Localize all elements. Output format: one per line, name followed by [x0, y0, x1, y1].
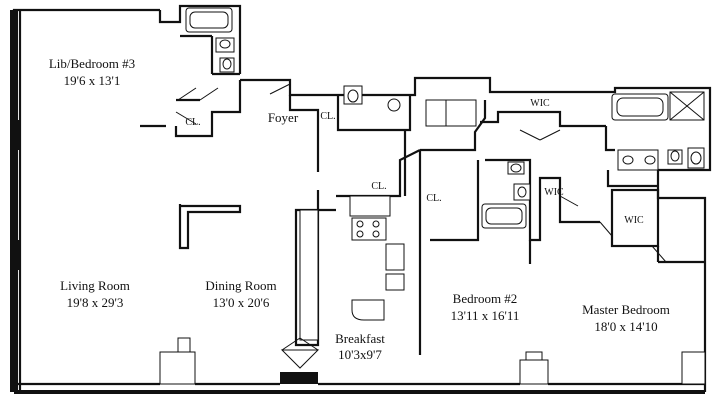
room-name-breakfast: Breakfast: [335, 331, 385, 346]
room-name-bedroom2: Bedroom #2: [452, 291, 518, 306]
dining-partition: [178, 204, 242, 250]
wic-label-master: WIC: [624, 215, 644, 226]
closet-label-foyer: CL.: [320, 111, 336, 122]
columns: [10, 120, 706, 385]
room-dims-dining-room: 13'0 x 20'6: [212, 295, 270, 310]
master-bath: [599, 91, 705, 264]
powder-room: [269, 83, 412, 132]
window-wall-left: [10, 10, 18, 392]
wic-label-bedroom2: WIC: [544, 187, 564, 198]
room-name-living-room: Living Room: [60, 278, 130, 293]
room-dims-lib-bedroom3: 19'6 x 13'1: [63, 73, 121, 88]
closet-label-kitchen: CL.: [371, 181, 387, 192]
bathroom-top: [180, 7, 240, 76]
room-name-master-bedroom: Master Bedroom: [582, 302, 670, 317]
room-dims-bedroom2: 13'11 x 16'11: [450, 308, 520, 323]
room-dims-breakfast: 10'3x9'7: [338, 347, 382, 362]
room-dims-living-room: 19'8 x 29'3: [66, 295, 124, 310]
exterior-walls: [10, 4, 712, 394]
room-name-foyer: Foyer: [267, 110, 299, 125]
lib-partition: [140, 80, 242, 138]
bedroom2-walls: [425, 99, 606, 264]
closet-label-lib: CL.: [185, 117, 201, 128]
room-name-lib-bedroom3: Lib/Bedroom #3: [48, 56, 136, 71]
room-name-dining-room: Dining Room: [205, 278, 277, 293]
closet-label-bedroom2: CL.: [426, 193, 442, 204]
wic-label-top: WIC: [530, 98, 550, 109]
kitchen-walls: [280, 100, 487, 369]
room-dims-master-bedroom: 18'0 x 14'10: [594, 319, 658, 334]
